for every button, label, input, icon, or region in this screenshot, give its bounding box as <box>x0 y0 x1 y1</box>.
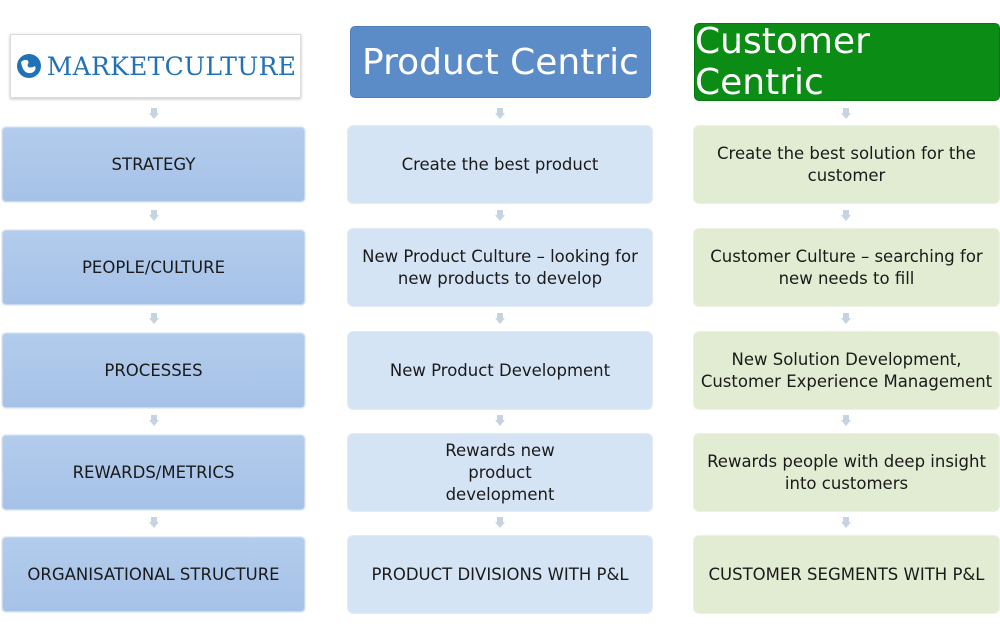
product-strategy-box: Create the best product <box>347 125 653 204</box>
down-arrow-icon <box>495 415 505 427</box>
aspect-organisational-structure: ORGANISATIONAL STRUCTURE <box>2 537 305 612</box>
down-arrow-icon <box>149 313 159 325</box>
customer-culture-box: Customer Culture – searching for new nee… <box>693 228 1000 307</box>
logo-text: MARKETCULTURE <box>46 51 297 81</box>
down-arrow-icon <box>149 415 159 427</box>
aspect-processes: PROCESSES <box>2 333 305 408</box>
product-structure-box: PRODUCT DIVISIONS WITH P&L <box>347 535 653 614</box>
aspect-people-culture: PEOPLE/CULTURE <box>2 230 305 305</box>
product-processes-box: New Product Development <box>347 331 653 410</box>
down-arrow-icon <box>149 108 159 120</box>
customer-structure-box: CUSTOMER SEGMENTS WITH P&L <box>693 535 1000 614</box>
down-arrow-icon <box>495 210 505 222</box>
product-rewards-box: Rewards new product development <box>347 433 653 512</box>
down-arrow-icon <box>841 108 851 120</box>
aspect-strategy: STRATEGY <box>2 127 305 202</box>
customer-processes-box: New Solution Development, Customer Exper… <box>693 331 1000 410</box>
product-centric-header: Product Centric <box>350 26 651 98</box>
down-arrow-icon <box>841 517 851 529</box>
globe-icon <box>16 54 41 78</box>
customer-strategy-box: Create the best solution for the custome… <box>693 125 1000 204</box>
product-culture-box: New Product Culture – looking for new pr… <box>347 228 653 307</box>
customer-rewards-box: Rewards people with deep insight into cu… <box>693 433 1000 512</box>
down-arrow-icon <box>841 313 851 325</box>
down-arrow-icon <box>149 517 159 529</box>
down-arrow-icon <box>841 210 851 222</box>
down-arrow-icon <box>841 415 851 427</box>
marketculture-logo: MARKETCULTURE <box>10 34 301 98</box>
customer-centric-header: Customer Centric <box>694 21 1000 103</box>
aspect-rewards-metrics: REWARDS/METRICS <box>2 435 305 510</box>
down-arrow-icon <box>495 517 505 529</box>
down-arrow-icon <box>149 210 159 222</box>
down-arrow-icon <box>495 108 505 120</box>
down-arrow-icon <box>495 313 505 325</box>
